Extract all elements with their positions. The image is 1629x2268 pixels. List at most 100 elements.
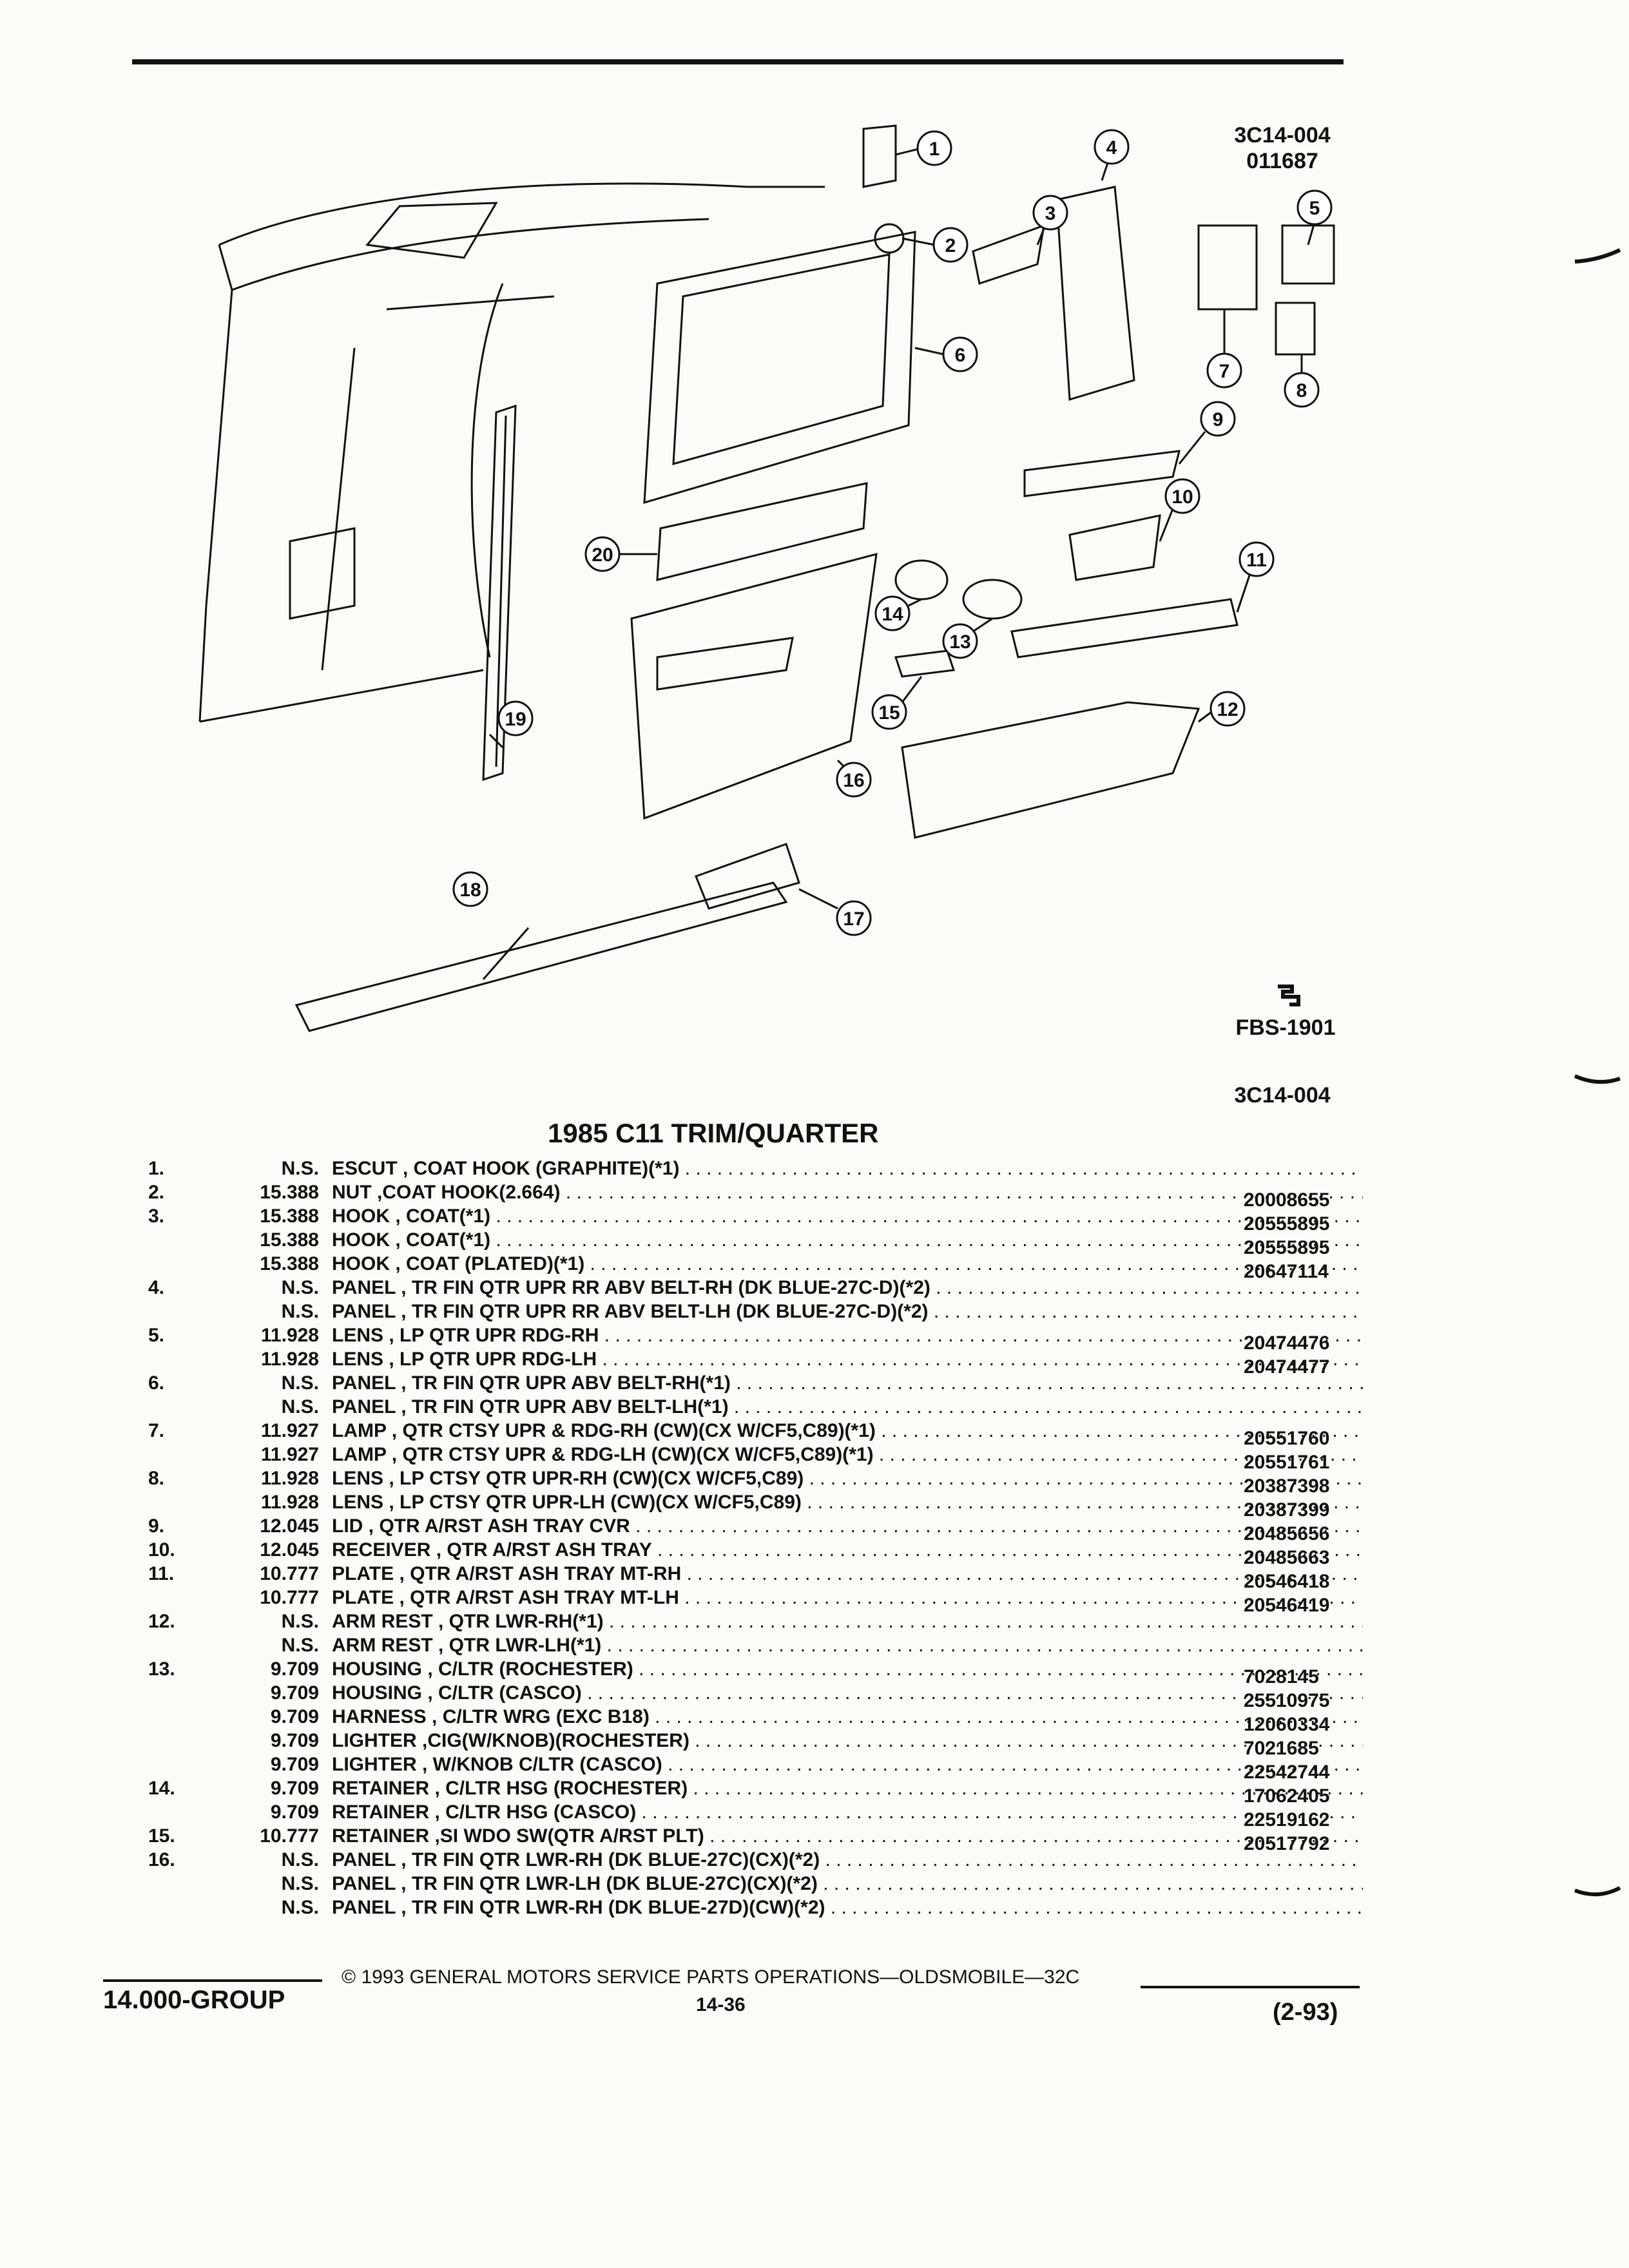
group-number: 9.709 (270, 1802, 319, 1823)
group-number: 15.388 (260, 1229, 319, 1251)
upper-rear-panel (1055, 186, 1135, 401)
part-description: LIGHTER , W/KNOB C/LTR (CASCO) (332, 1754, 1363, 1775)
svg-text:15: 15 (878, 702, 900, 724)
part-number: 12060334 (1244, 1714, 1330, 1735)
part-description-wrap: PANEL , TR FIN QTR UPR ABV BELT-RH(*1) (332, 1371, 1363, 1395)
part-description-wrap: PANEL , TR FIN QTR LWR-LH (DK BLUE-27C)(… (332, 1872, 1363, 1896)
group-number: 15.388 (260, 1253, 319, 1274)
item-number: 14. (148, 1778, 175, 1799)
callout-8: 8 (1284, 372, 1320, 408)
group-number: N.S. (281, 1611, 319, 1632)
part-description: HOOK , COAT (PLATED)(*1) (332, 1253, 1363, 1274)
group-number: N.S. (281, 1635, 319, 1656)
parts-diagram: 1 2 3 4 5 6 7 8 9 10 11 12 13 14 15 16 1… (198, 124, 1335, 1032)
part-number: 7028145 (1244, 1666, 1319, 1687)
part-description: ESCUT , COAT HOOK (GRAPHITE)(*1) (332, 1158, 1363, 1179)
part-description: PANEL , TR FIN QTR UPR ABV BELT-RH(*1) (332, 1372, 1363, 1394)
part-description: RETAINER , C/LTR HSG (ROCHESTER) (332, 1778, 1363, 1799)
part-description: ARM REST , QTR LWR-RH(*1) (332, 1611, 1363, 1632)
group-number: 11.927 (260, 1420, 319, 1441)
group-number: N.S. (281, 1372, 319, 1394)
item-number: 16. (148, 1849, 175, 1870)
group-number: 11.928 (260, 1325, 319, 1346)
item-number: 10. (148, 1539, 175, 1561)
part-description-wrap: NUT ,COAT HOOK(2.664) (332, 1180, 1363, 1204)
part-description: LIGHTER ,CIG(W/KNOB)(ROCHESTER) (332, 1730, 1363, 1751)
part-description-wrap: RETAINER , C/LTR HSG (ROCHESTER) (332, 1776, 1363, 1800)
callout-14: 14 (874, 595, 911, 631)
group-number: N.S. (281, 1873, 319, 1894)
part-number: 20546418 (1244, 1571, 1330, 1592)
ash-tray-lid (1023, 450, 1181, 497)
part-description: LAMP , QTR CTSY UPR & RDG-RH (CW)(CX W/C… (332, 1420, 1363, 1441)
callout-20: 20 (584, 536, 621, 572)
footer-rule-right (1141, 1986, 1360, 1988)
part-description-wrap: HOOK , COAT(*1) (332, 1228, 1363, 1252)
parts-list-row: 16.N.S.PANEL , TR FIN QTR LWR-RH (DK BLU… (148, 1848, 1385, 1872)
part-description: LID , QTR A/RST ASH TRAY CVR (332, 1515, 1363, 1537)
item-number: 5. (148, 1325, 165, 1346)
svg-text:4: 4 (1106, 137, 1117, 159)
part-description-wrap: PANEL , TR FIN QTR LWR-RH (DK BLUE-27D)(… (332, 1896, 1363, 1919)
callout-18: 18 (452, 871, 488, 907)
group-number: 11.928 (260, 1349, 319, 1370)
section-code: 3C14-004 (1234, 1083, 1331, 1108)
part-description: LENS , LP QTR UPR RDG-LH (332, 1349, 1363, 1370)
item-number: 7. (148, 1420, 165, 1441)
part-number: 20474476 (1244, 1332, 1330, 1354)
part-description: NUT ,COAT HOOK(2.664) (332, 1182, 1363, 1203)
part-description: RETAINER , C/LTR HSG (CASCO) (332, 1802, 1363, 1823)
part-description-wrap: LIGHTER , W/KNOB C/LTR (CASCO) (332, 1753, 1363, 1776)
parts-list-row: 5. 11.928 LENS , LP QTR UPR RDG-RH20474476 (148, 1323, 1385, 1354)
lens-lower (1275, 302, 1316, 356)
parts-list-row: N.S.ARM REST , QTR LWR-LH(*1) (148, 1633, 1385, 1657)
group-number: 15.388 (260, 1206, 319, 1227)
part-description: PLATE , QTR A/RST ASH TRAY MT-RH (332, 1563, 1363, 1584)
part-description: HOOK , COAT(*1) (332, 1206, 1363, 1227)
page-title: 1985 C11 TRIM/QUARTER (548, 1118, 879, 1148)
part-description-wrap: LENS , LP QTR UPR RDG-RH (332, 1323, 1363, 1347)
roof-line (218, 182, 825, 246)
callout-10: 10 (1164, 478, 1200, 514)
part-number: 20555895 (1244, 1213, 1330, 1235)
part-description-wrap: LENS , LP CTSY QTR UPR-LH (CW)(CX W/CF5,… (332, 1490, 1363, 1514)
part-number: 20551761 (1244, 1452, 1330, 1473)
group-number: N.S. (281, 1301, 319, 1322)
parts-list-row: 7. 11.927 LAMP , QTR CTSY UPR & RDG-RH (CW… (148, 1419, 1385, 1449)
part-description-wrap: PLATE , QTR A/RST ASH TRAY MT-LH (332, 1586, 1363, 1610)
ash-tray-receiver (1068, 514, 1161, 581)
svg-text:12: 12 (1217, 699, 1238, 720)
group-number: 11.928 (260, 1468, 319, 1489)
part-description-wrap: LENS , LP CTSY QTR UPR-RH (CW)(CX W/CF5,… (332, 1466, 1363, 1490)
svg-text:11: 11 (1246, 550, 1267, 571)
part-description-wrap: HARNESS , C/LTR WRG (EXC B18) (332, 1705, 1363, 1729)
part-description: LENS , LP CTSY QTR UPR-LH (CW)(CX W/CF5,… (332, 1492, 1363, 1513)
lamp (1197, 224, 1258, 311)
part-description-wrap: LID , QTR A/RST ASH TRAY CVR (332, 1514, 1363, 1538)
group-number: 9.709 (270, 1730, 319, 1751)
group-number: N.S. (281, 1849, 319, 1870)
svg-text:10: 10 (1171, 486, 1193, 508)
part-number: 20555895 (1244, 1237, 1330, 1258)
part-description: LENS , LP CTSY QTR UPR-RH (CW)(CX W/CF5,… (332, 1468, 1363, 1489)
part-number: 20387398 (1244, 1475, 1330, 1497)
arm-rest (901, 701, 1200, 839)
window-switch-retainer (894, 649, 956, 678)
binding-mark (1574, 1074, 1621, 1084)
part-description-wrap: ARM REST , QTR LWR-RH(*1) (332, 1610, 1363, 1633)
part-number: 20647114 (1244, 1261, 1329, 1282)
pillar-molding (482, 404, 517, 782)
callout-15: 15 (871, 694, 907, 730)
header-code: 3C14-004 011687 (1205, 122, 1360, 174)
group-number: N.S. (281, 1396, 319, 1418)
parts-list-row: N.S.PANEL , TR FIN QTR LWR-RH (DK BLUE-2… (148, 1896, 1385, 1919)
part-number: 20485663 (1244, 1547, 1330, 1568)
lens-upper (1281, 224, 1335, 285)
part-description-wrap: RECEIVER , QTR A/RST ASH TRAY (332, 1538, 1363, 1562)
